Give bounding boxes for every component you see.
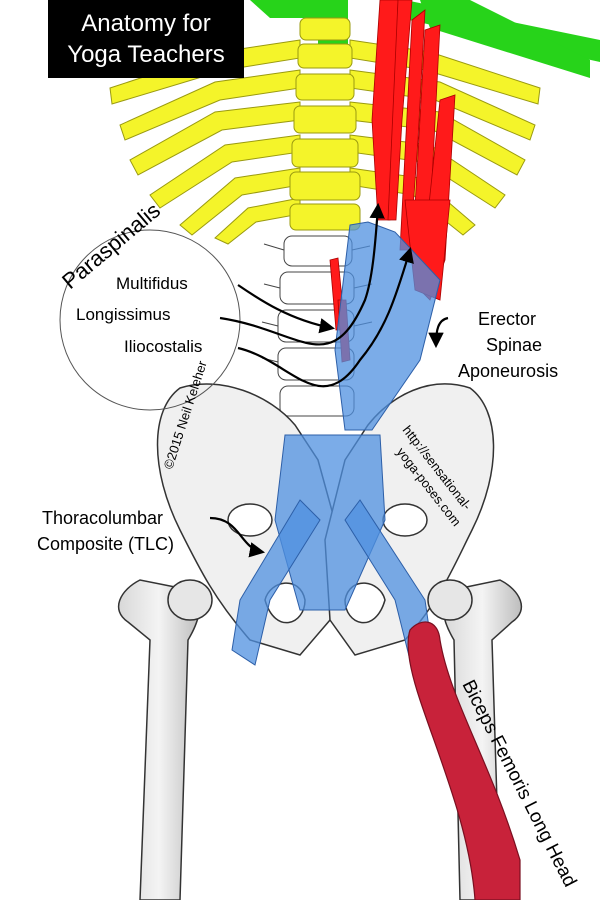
label-tlc-2: Composite (TLC) — [37, 534, 174, 554]
pointer-lines — [209, 202, 449, 558]
biceps-femoris — [407, 621, 521, 900]
thoracolumbar-fascia — [231, 221, 441, 666]
erector-spinae-muscles — [329, 0, 456, 363]
green-bands — [250, 0, 600, 78]
label-longissimus: Longissimus — [76, 305, 171, 324]
paraspinalis-circle — [59, 229, 241, 411]
label-multifidus: Multifidus — [116, 274, 188, 293]
label-tlc-1: Thoracolumbar — [42, 508, 163, 528]
label-erector-3: Aponeurosis — [458, 361, 558, 381]
label-erector-2: Spinae — [486, 335, 542, 355]
label-iliocostalis: Iliocostalis — [124, 337, 202, 356]
title-line-1: Anatomy for — [81, 10, 211, 37]
label-erector-1: Erector — [478, 309, 536, 329]
title-line-2: Yoga Teachers — [67, 41, 225, 68]
title-box: Anatomy for Yoga Teachers — [48, 0, 244, 78]
